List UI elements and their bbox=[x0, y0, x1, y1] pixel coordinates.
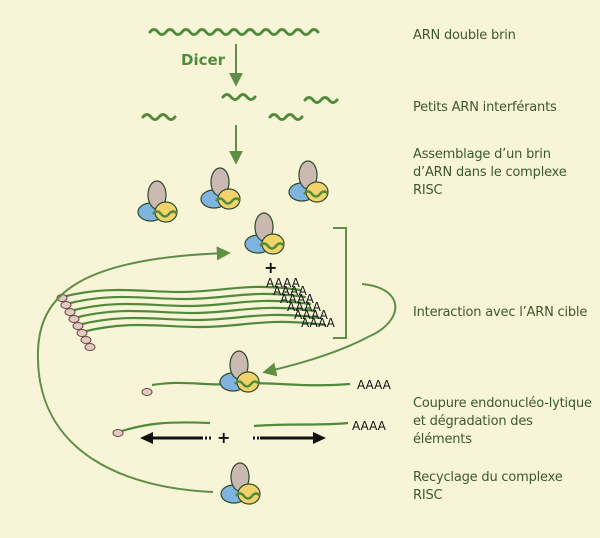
degradation-arrow-icon bbox=[140, 432, 212, 444]
degradation-arrow-icon bbox=[251, 432, 326, 444]
interaction-bracket bbox=[333, 227, 347, 339]
label-risc-recycling: Recyclage du complexe RISC bbox=[413, 470, 563, 503]
label-risc-assembly: Assemblage d’un brin d’ARN dans le compl… bbox=[413, 147, 567, 198]
risc-complex-icon bbox=[200, 167, 241, 210]
polya-tail: AAAA bbox=[357, 378, 392, 392]
label-small-interfering-rna: Petits ARN interférants bbox=[413, 100, 557, 115]
polya-tail: AAAA bbox=[301, 316, 336, 330]
label-target-interaction: Interaction avec l’ARN cible bbox=[413, 305, 588, 320]
risc-complex-icon bbox=[244, 212, 285, 255]
sirna-3 bbox=[268, 113, 304, 121]
sirna-1 bbox=[221, 93, 257, 101]
plus-sign-top: + bbox=[264, 258, 277, 277]
label-double-strand-rna: ARN double brin bbox=[413, 28, 516, 43]
polya-stack: AAAA AAAA AAAA AAAA AAAA AAAA bbox=[266, 276, 336, 330]
rna-cap-icon bbox=[56, 294, 96, 351]
arrow-to-cleavage bbox=[262, 283, 397, 377]
polya-tail: AAAA bbox=[273, 284, 308, 298]
rna-cap-icon bbox=[112, 429, 124, 437]
sirna-4 bbox=[303, 96, 339, 104]
polya-tail: AAAA bbox=[266, 276, 301, 290]
risc-complex-icon bbox=[137, 180, 178, 223]
polya-tail: AAAA bbox=[280, 292, 315, 306]
polya-tail: AAAA bbox=[287, 300, 322, 314]
rna-strands bbox=[141, 28, 339, 121]
sirna-2 bbox=[141, 113, 177, 121]
risc-complex-icon bbox=[288, 160, 329, 203]
label-cleavage-degradation: Coupure endonucléo-lytique et dégradatio… bbox=[413, 396, 592, 447]
polya-tail: AAAA bbox=[294, 308, 329, 322]
risc-complex-icon bbox=[220, 462, 261, 505]
recycling-loop-arrow bbox=[36, 246, 231, 493]
rna-fragment-left bbox=[121, 421, 211, 433]
risc-complex-icon bbox=[219, 350, 260, 393]
dicer-label: Dicer bbox=[181, 51, 226, 69]
plus-sign-degradation: + bbox=[217, 428, 230, 447]
double-strand-rna bbox=[148, 28, 320, 36]
rna-cap-icon bbox=[141, 388, 153, 396]
target-mrna-stack bbox=[60, 285, 327, 334]
rna-fragment-right bbox=[253, 421, 349, 428]
polya-tail: AAAA bbox=[352, 419, 387, 433]
